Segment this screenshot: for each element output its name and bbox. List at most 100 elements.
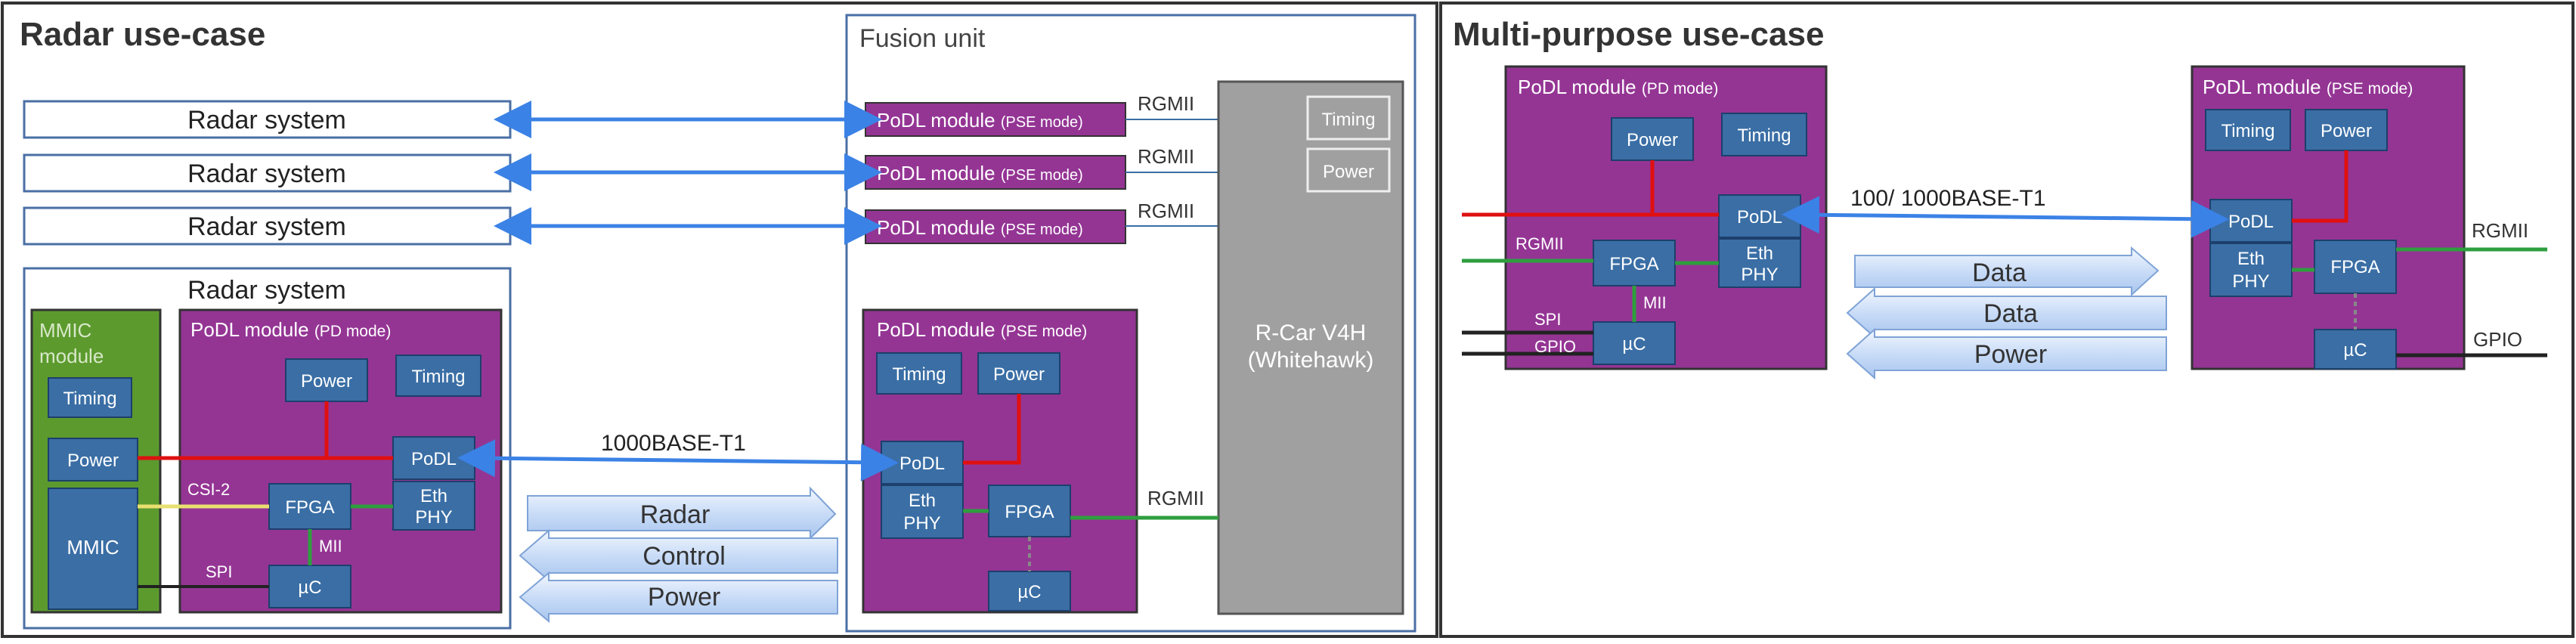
pse-module-3-label: PoDL module (PSE mode) — [877, 216, 1083, 239]
multi-pd-phy-label: PHY — [1741, 265, 1778, 285]
pd-uc-label: µC — [298, 577, 321, 598]
radar-system-3 — [23, 206, 512, 246]
pse-module-1-label: PoDL module (PSE mode) — [877, 109, 1083, 132]
multi-link-label: 100/ 1000BASE-T1 — [1850, 186, 2046, 211]
pse-phy-label: PHY — [903, 513, 940, 534]
pd-fpga-block — [268, 483, 351, 530]
flow-control-label: Control — [642, 542, 726, 571]
multi-flow-arrow-data-right — [1854, 246, 2160, 297]
multi-pd-eth-phy-block — [1718, 238, 1801, 288]
multi-flow-arrow-power — [1846, 327, 2167, 380]
multi-pse-title: PoDL module (PSE mode) — [2203, 76, 2413, 98]
pse-power-block — [977, 352, 1060, 395]
pse-fpga-label: FPGA — [1005, 502, 1054, 522]
pd-eth-label: Eth — [420, 486, 447, 506]
pse-podl-label: PoDL — [899, 454, 945, 474]
rgmii-label-2: RGMII — [1138, 145, 1194, 168]
multi-pd-timing-label: Timing — [1737, 125, 1791, 146]
multi-pse-uc-block — [2314, 329, 2397, 370]
radar-system-detail-label: Radar system — [187, 276, 346, 305]
podl-module-pd-title: PoDL module (PD mode) — [190, 318, 391, 341]
mmic-timing-block — [48, 377, 132, 418]
pse-eth-label: Eth — [909, 491, 936, 511]
mii-label: MII — [319, 537, 342, 556]
pse-rgmii-label: RGMII — [1147, 487, 1204, 509]
pd-power-block — [285, 358, 368, 402]
pse-timing-block — [876, 352, 962, 395]
multi-pd-eth-label: Eth — [1746, 243, 1773, 264]
rcar-power-label: Power — [1323, 162, 1374, 182]
multi-pd-power-label: Power — [1627, 130, 1678, 150]
pd-power-label: Power — [301, 371, 352, 392]
multi-flow-data-right-label: Data — [1972, 259, 2026, 287]
pse-module-main-title: PoDL module (PSE mode) — [877, 318, 1087, 341]
pse-power-label: Power — [993, 364, 1045, 385]
mmic-power-label: Power — [67, 450, 119, 471]
pd-fpga-label: FPGA — [285, 497, 334, 518]
rcar-timing-block — [1306, 95, 1391, 141]
multi-pse-fpga-block — [2314, 240, 2397, 294]
multi-pse-uc-label: µC — [2343, 340, 2367, 361]
multi-pse-power-block — [2305, 109, 2388, 151]
multi-link — [1782, 196, 2229, 238]
multi-pd-uc-label: µC — [1622, 334, 1646, 355]
multi-pse-gpio-label: GPIO — [2473, 328, 2522, 351]
multi-pd-fpga-label: FPGA — [1609, 254, 1658, 274]
pd-podl-label: PoDL — [411, 449, 457, 469]
pse-fpga-block — [988, 485, 1071, 537]
pse-uc-label: µC — [1017, 582, 1041, 602]
pse-uc-block — [988, 571, 1071, 611]
multi-title: Multi-purpose use-case — [1453, 16, 1824, 53]
multi-gpio-label-left: GPIO — [1534, 337, 1576, 356]
radar-system-1-label: Radar system — [187, 106, 346, 135]
flow-power-label: Power — [648, 583, 720, 611]
multi-pse-timing-label: Timing — [2221, 121, 2274, 141]
multi-flow-arrow-data-left — [1846, 286, 2167, 339]
pd-phy-label: PHY — [415, 507, 452, 528]
link-1000base-t1-label: 1000BASE-T1 — [601, 431, 746, 456]
fusion-unit-title: Fusion unit — [859, 24, 986, 53]
pse-power-line — [963, 394, 1021, 465]
flow-arrow-control — [519, 528, 838, 583]
radar-system-3-label: Radar system — [187, 212, 346, 241]
pd-timing-label: Timing — [411, 367, 465, 387]
pse-module-3 — [865, 209, 1126, 244]
mmic-module-label-line2: module — [39, 345, 104, 367]
mmic-label: MMIC — [67, 536, 119, 559]
multi-pd-podl-label: PoDL — [1737, 207, 1782, 228]
radar-system-1 — [23, 100, 512, 139]
multi-pd-mii-label: MII — [1643, 293, 1667, 312]
multi-pse-power-line — [2292, 150, 2348, 223]
link-1000base-t1 — [457, 439, 899, 481]
rcar-label-line1: R-Car V4H — [1255, 320, 1367, 345]
flow-radar-label: Radar — [640, 500, 711, 529]
rgmii-label-3: RGMII — [1138, 200, 1194, 222]
radar-title: Radar use-case — [20, 16, 265, 53]
pd-eth-phy-block — [392, 481, 475, 531]
multi-flow-data-left-label: Data — [1983, 299, 2038, 328]
spi-label: SPI — [206, 562, 232, 581]
flow-arrow-power — [519, 571, 838, 624]
multi-pd-rgmii-label: RGMII — [1516, 234, 1564, 253]
multi-pse-phy-label: PHY — [2232, 271, 2269, 292]
mmic-power-block — [48, 438, 138, 481]
pse-module-2-label: PoDL module (PSE mode) — [877, 162, 1083, 184]
multi-pse-podl-label: PoDL — [2228, 212, 2274, 232]
multi-spi-label: SPI — [1534, 310, 1561, 329]
pd-timing-block — [395, 355, 481, 397]
mmic-timing-label: Timing — [63, 389, 116, 409]
multi-flow-power-label: Power — [1974, 340, 2047, 369]
pse-eth-phy-block — [881, 485, 964, 539]
pse-module-2 — [865, 155, 1126, 190]
multi-pse-timing-block — [2205, 109, 2291, 151]
csi2-label: CSI-2 — [187, 480, 230, 499]
multi-pd-timing-block — [1721, 113, 1807, 156]
pse-timing-label: Timing — [892, 364, 946, 385]
multi-pd-title: PoDL module (PD mode) — [1518, 76, 1718, 98]
mmic-module-label-line1: MMIC — [39, 319, 91, 342]
rcar-power-block — [1306, 147, 1391, 193]
rcar-timing-label: Timing — [1321, 110, 1375, 130]
mmic-block — [48, 488, 138, 610]
flow-arrow-radar — [527, 486, 837, 540]
